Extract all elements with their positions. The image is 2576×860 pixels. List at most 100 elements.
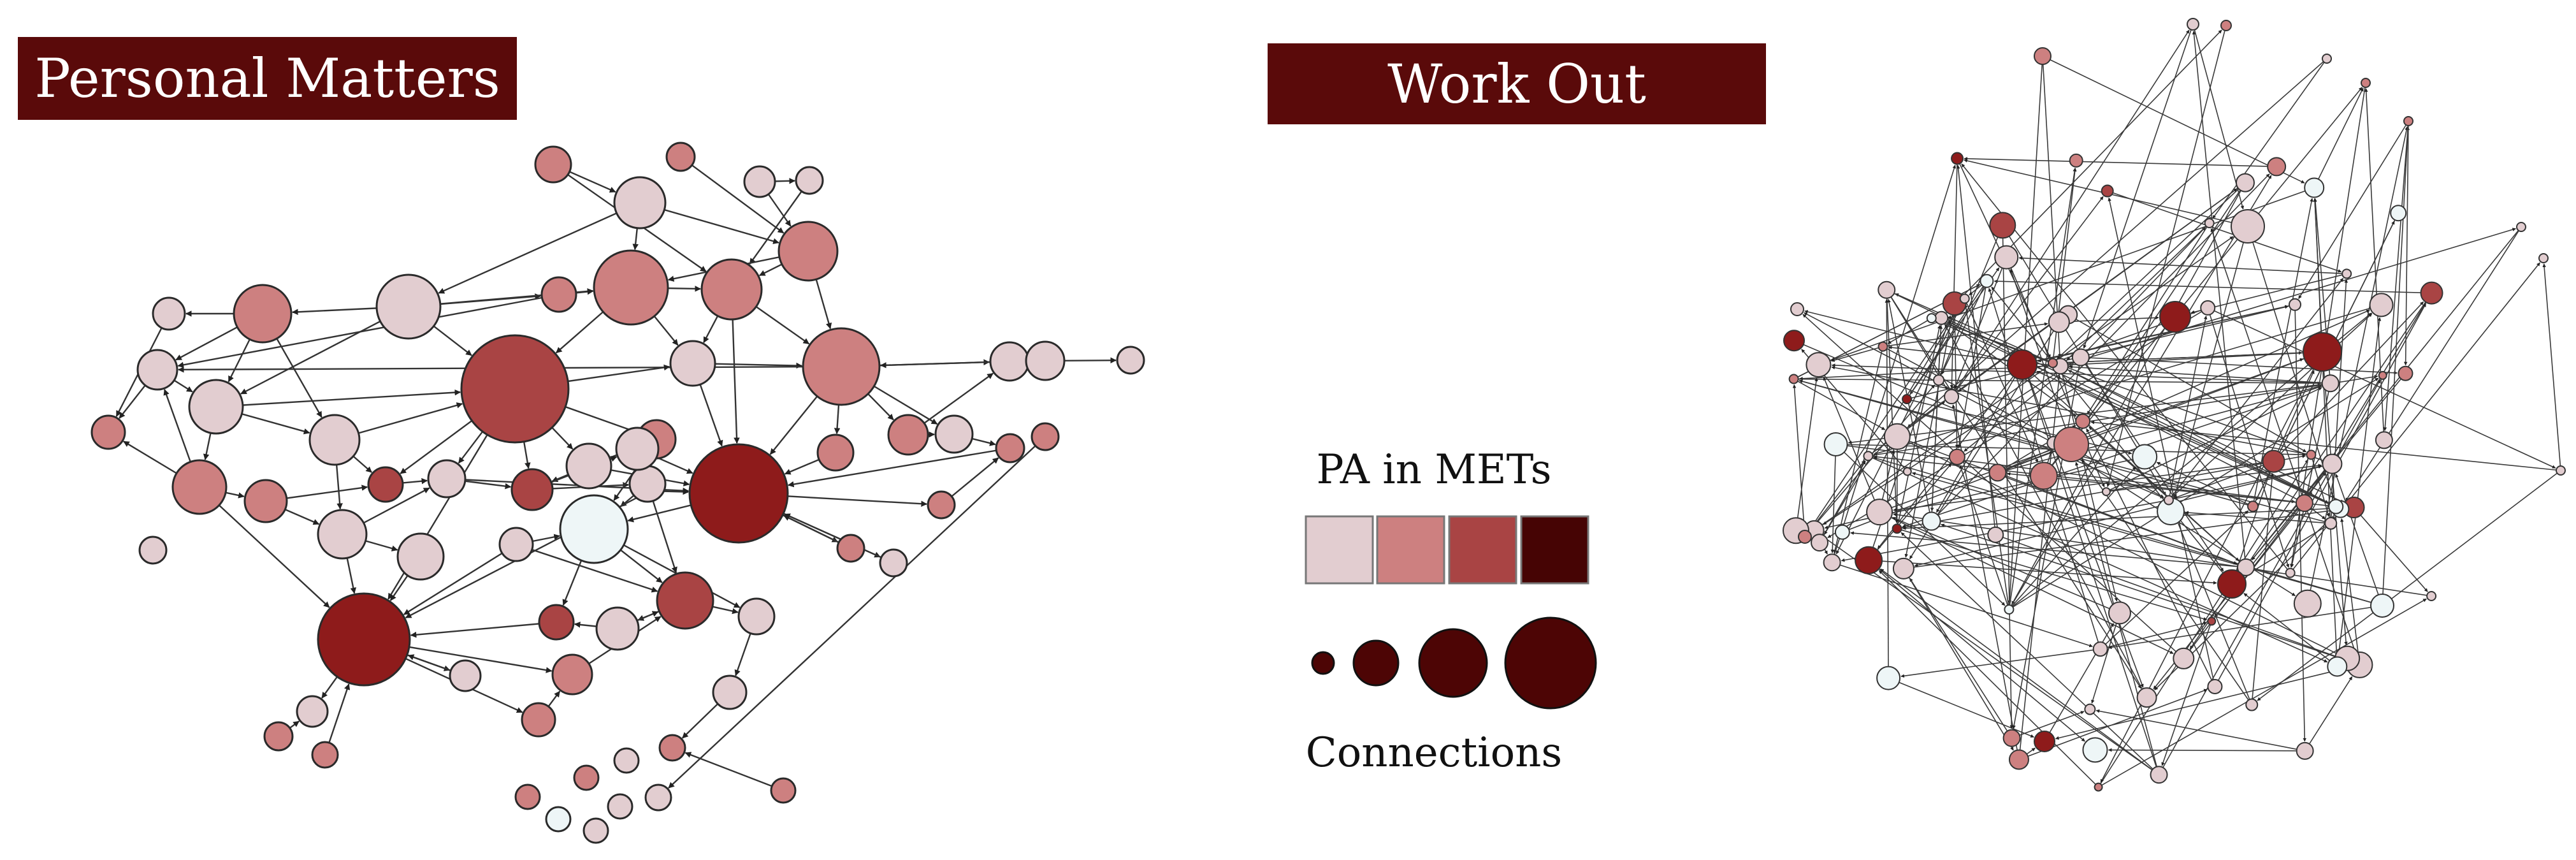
edge-right <box>2156 462 2254 507</box>
node-left <box>521 702 556 738</box>
node-left <box>90 414 126 450</box>
edge-right <box>2069 365 2331 384</box>
node-left <box>396 532 445 581</box>
edge-right <box>2307 126 2408 604</box>
node-left <box>367 466 404 503</box>
node-right <box>2207 678 2223 694</box>
node-right <box>2231 209 2265 244</box>
connections-legend-circle <box>1352 639 1400 687</box>
node-right <box>2082 737 2108 763</box>
edge-right <box>1936 364 2023 513</box>
edge-right <box>2002 225 2014 729</box>
node-left <box>1116 346 1145 375</box>
node-right <box>2556 465 2566 476</box>
edge-right <box>2168 278 2344 500</box>
node-right <box>1823 432 1848 456</box>
edge-right <box>2090 420 2561 471</box>
node-right <box>1876 666 1901 690</box>
node-right <box>1883 423 1911 450</box>
node-right <box>1926 313 1937 324</box>
node-right <box>2321 374 2340 393</box>
edge-right <box>2247 226 2334 499</box>
edge-right <box>1904 303 1955 558</box>
node-right <box>1944 389 1960 405</box>
node-right <box>2053 426 2089 462</box>
edge-right <box>2067 370 2336 507</box>
personal-matters-title: Personal Matters <box>18 37 517 120</box>
edge-right <box>1832 562 2093 648</box>
edge-right <box>1887 317 1932 344</box>
edge-right <box>2086 428 2216 687</box>
edge-right <box>2207 307 2290 568</box>
node-right <box>2029 462 2058 490</box>
edge-right <box>2023 305 2289 364</box>
edge-right <box>2044 623 2115 742</box>
edge-right <box>2056 182 2246 360</box>
edge-right <box>2042 55 2305 184</box>
node-left <box>551 653 593 696</box>
edge-right <box>2298 120 2409 299</box>
edge-right <box>1823 356 2081 525</box>
work-out-title: Work Out <box>1268 43 1766 124</box>
node-left <box>296 695 329 728</box>
edge-right <box>2066 222 2210 361</box>
node-right <box>1948 448 1965 465</box>
edge-right <box>2542 263 2561 471</box>
node-left <box>138 536 168 565</box>
node-left <box>595 606 640 651</box>
edge-right <box>2052 168 2077 363</box>
edge-right <box>1868 455 2328 663</box>
node-right <box>2075 413 2091 429</box>
node-left <box>1025 340 1066 381</box>
node-left <box>613 747 640 774</box>
node-left <box>559 494 629 564</box>
node-right <box>1959 293 1970 304</box>
pa-legend-label: PA in METs <box>1316 446 1552 493</box>
edge-right <box>2330 262 2540 524</box>
edge-right <box>1930 325 1943 521</box>
node-left <box>188 379 244 435</box>
edge-left <box>516 543 658 593</box>
edge-right <box>2335 474 2383 606</box>
node-right <box>1892 557 1914 579</box>
pa-legend-squares <box>1305 515 1589 585</box>
node-right <box>1987 526 2004 543</box>
edge-right <box>2340 518 2361 665</box>
edge-right <box>1936 320 2336 507</box>
edge-right <box>2173 226 2248 498</box>
node-left <box>607 793 633 820</box>
node-right <box>1951 152 1964 165</box>
node-right <box>2217 569 2247 599</box>
edge-right <box>2083 24 2194 349</box>
node-right <box>2004 604 2015 615</box>
node-left <box>743 165 776 198</box>
node-right <box>2159 301 2191 333</box>
node-right <box>1921 511 1941 531</box>
personal-matters-nodes <box>90 142 1145 844</box>
edge-right <box>1994 279 2432 294</box>
edge-right <box>1906 305 2289 400</box>
node-right <box>2136 687 2157 708</box>
edge-right <box>1900 532 2160 775</box>
node-left <box>540 276 577 313</box>
edge-right <box>2108 605 2383 650</box>
edge-right <box>2336 317 2382 667</box>
node-left <box>243 479 288 523</box>
node-left <box>737 597 776 636</box>
edge-right <box>1896 324 1941 529</box>
edge-right <box>2243 593 2338 667</box>
node-right <box>1878 281 1896 299</box>
node-left <box>658 734 686 762</box>
edge-right <box>1950 158 1958 389</box>
edge-right <box>1951 404 2020 760</box>
edge-right <box>1827 307 2208 539</box>
edge-right <box>1823 536 2159 775</box>
edge-right <box>1903 568 2014 751</box>
node-left <box>613 176 667 230</box>
edge-right <box>2052 351 2303 364</box>
edge-right <box>2161 621 2213 766</box>
node-left <box>317 509 368 560</box>
node-right <box>1811 534 1829 552</box>
edge-right <box>2059 316 2159 323</box>
